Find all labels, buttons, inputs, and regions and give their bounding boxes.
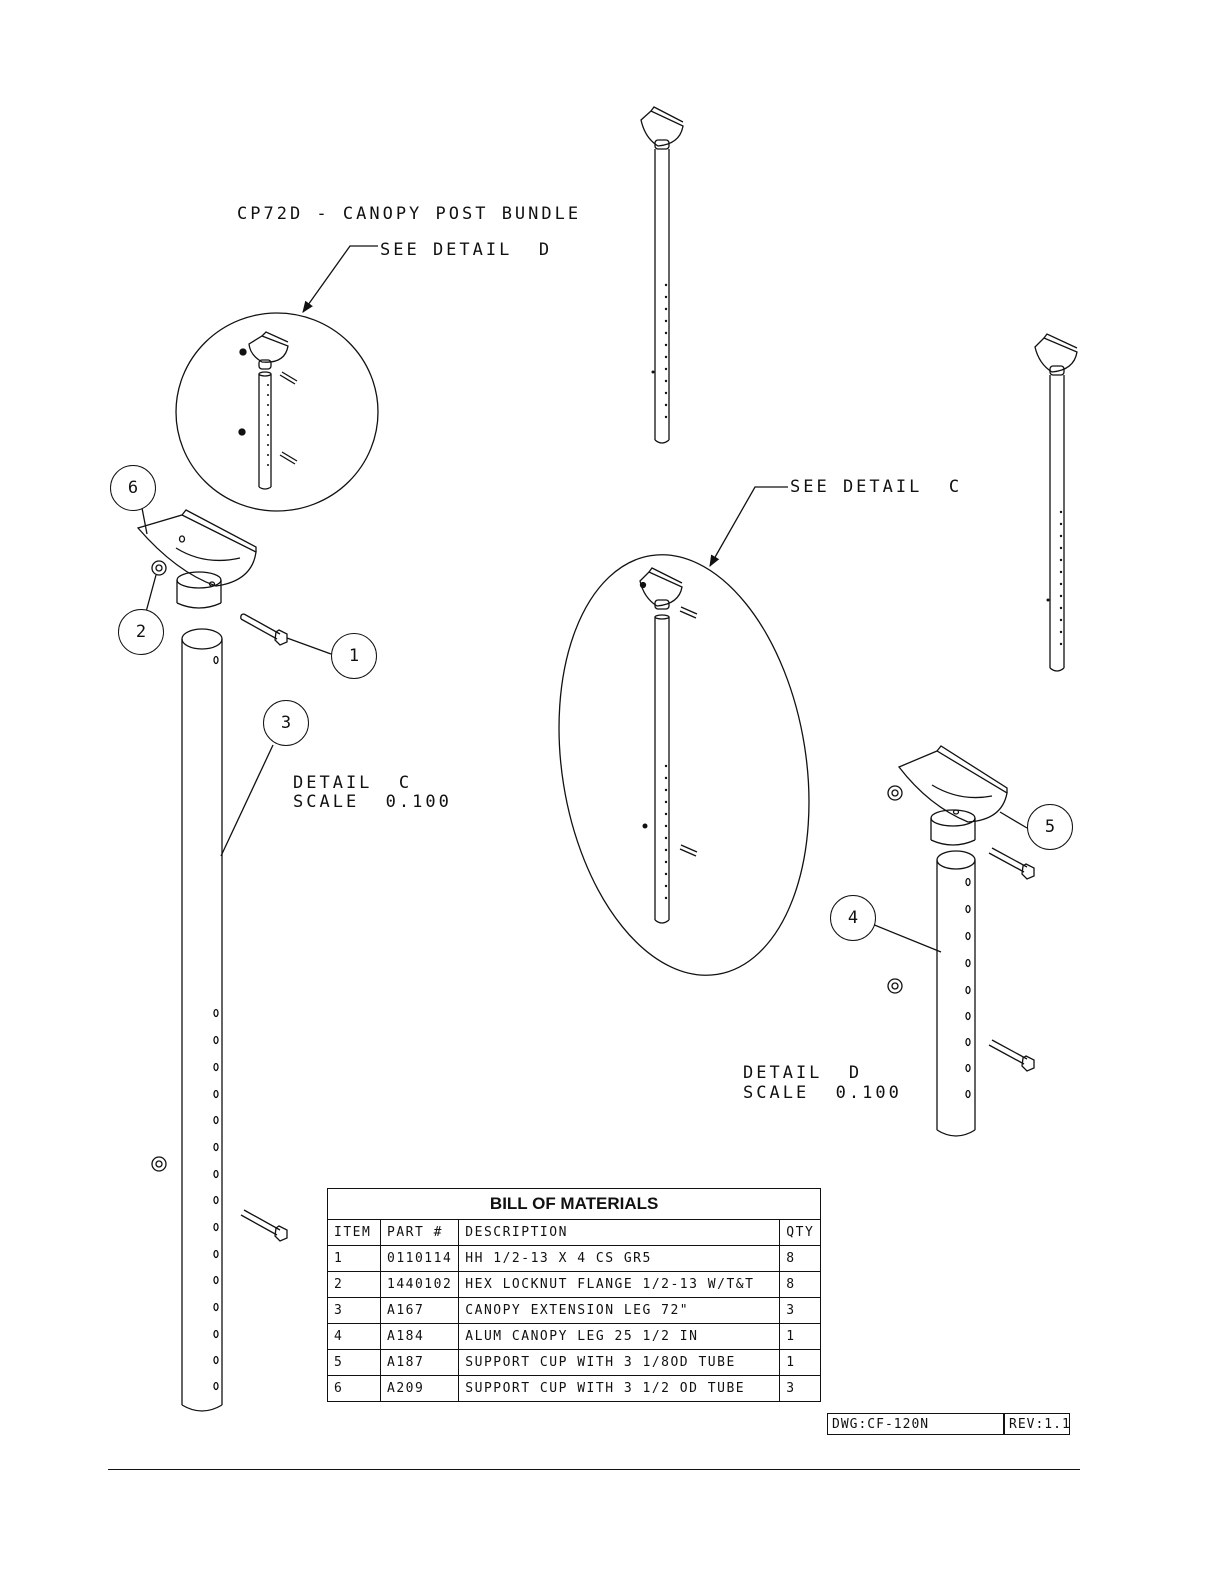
item-balloon-3: 3 <box>263 700 309 746</box>
see-detail-c-label: SEE DETAIL C <box>790 477 963 497</box>
bom-cell-description: HEX LOCKNUT FLANGE 1/2-13 W/T&T <box>458 1271 781 1298</box>
bom-cell-item: 5 <box>327 1349 381 1376</box>
detail-c-bolt <box>240 613 288 646</box>
detail-d-scale: SCALE 0.100 <box>743 1083 902 1103</box>
bom-header-description: DESCRIPTION <box>458 1219 781 1246</box>
bom-cell-qty: 3 <box>779 1297 822 1324</box>
bom-cell-description: SUPPORT CUP WITH 3 1/8OD TUBE <box>458 1349 781 1376</box>
bill-of-materials-table: BILL OF MATERIALS ITEM PART # DESCRIPTIO… <box>326 1188 822 1402</box>
tube-holes <box>213 655 219 1391</box>
bom-cell-part: A184 <box>379 1323 460 1350</box>
bom-cell-part: A167 <box>379 1297 460 1324</box>
bom-header-qty: QTY <box>779 1219 822 1246</box>
bom-row: 1 0110114 HH 1/2-13 X 4 CS GR5 8 <box>327 1245 822 1272</box>
detail-d-canopy-leg <box>936 850 976 1137</box>
bom-cell-item: 1 <box>327 1245 381 1272</box>
bom-cell-part: 0110114 <box>379 1245 460 1272</box>
detail-d-lower-locknut <box>887 978 903 994</box>
bom-row: 6 A209 SUPPORT CUP WITH 3 1/2 OD TUBE 3 <box>327 1375 822 1402</box>
balloon-leaders-right <box>871 811 1028 953</box>
bom-cell-qty: 1 <box>779 1323 822 1350</box>
bom-cell-qty: 1 <box>779 1349 822 1376</box>
top-center-canopy-post <box>640 106 684 444</box>
detail-c-scale: SCALE 0.100 <box>293 792 452 812</box>
footer-rule <box>108 1469 1080 1470</box>
item-balloon-6: 6 <box>110 465 156 511</box>
detail-d-bolt <box>988 847 1035 880</box>
bom-cell-part: 1440102 <box>379 1271 460 1298</box>
detail-c-extension-tube <box>181 628 223 1412</box>
bom-cell-description: SUPPORT CUP WITH 3 1/2 OD TUBE <box>458 1375 781 1402</box>
detail-d-lower-bolt <box>988 1039 1035 1072</box>
detail-d-locknut <box>887 785 903 801</box>
detail-d-support-cup <box>897 745 1008 846</box>
detail-c-callout-ellipse <box>558 554 810 976</box>
bom-header-part: PART # <box>379 1219 460 1246</box>
bom-row: 4 A184 ALUM CANOPY LEG 25 1/2 IN 1 <box>327 1323 822 1350</box>
item-balloon-1: 1 <box>331 633 377 679</box>
bom-cell-qty: 3 <box>779 1375 822 1402</box>
bom-cell-part: A187 <box>379 1349 460 1376</box>
bom-row: 3 A167 CANOPY EXTENSION LEG 72" 3 <box>327 1297 822 1324</box>
item-balloon-4: 4 <box>830 895 876 941</box>
detail-d-callout-ellipse <box>175 312 379 512</box>
bom-cell-part: A209 <box>379 1375 460 1402</box>
detail-c-support-cup <box>136 509 257 609</box>
bom-row: 2 1440102 HEX LOCKNUT FLANGE 1/2-13 W/T&… <box>327 1271 822 1298</box>
bom-cell-description: HH 1/2-13 X 4 CS GR5 <box>458 1245 781 1272</box>
bom-title: BILL OF MATERIALS <box>326 1188 822 1220</box>
bom-cell-qty: 8 <box>779 1271 822 1298</box>
item-balloon-5: 5 <box>1027 804 1073 850</box>
revision-box: REV:1.1 <box>1004 1413 1070 1435</box>
bom-header-item: ITEM <box>327 1219 381 1246</box>
see-detail-d-leader <box>302 245 378 313</box>
drawing-number-box: DWG:CF-120N <box>827 1413 1004 1435</box>
item-balloon-2: 2 <box>118 609 164 655</box>
bom-cell-item: 4 <box>327 1323 381 1350</box>
bom-cell-description: ALUM CANOPY LEG 25 1/2 IN <box>458 1323 781 1350</box>
bom-cell-qty: 8 <box>779 1245 822 1272</box>
bom-row: 5 A187 SUPPORT CUP WITH 3 1/8OD TUBE 1 <box>327 1349 822 1376</box>
see-detail-d-label: SEE DETAIL D <box>380 240 553 260</box>
balloon-leaders-left <box>141 507 332 857</box>
bom-cell-item: 6 <box>327 1375 381 1402</box>
bundle-title: CP72D - CANOPY POST BUNDLE <box>237 204 582 224</box>
mini-tube-holes <box>267 384 269 466</box>
detail-d-label: DETAIL D <box>743 1063 863 1083</box>
bom-cell-description: CANOPY EXTENSION LEG 72" <box>458 1297 781 1324</box>
bom-cell-item: 3 <box>327 1297 381 1324</box>
bom-header-row: ITEM PART # DESCRIPTION QTY <box>327 1219 822 1246</box>
bom-cell-item: 2 <box>327 1271 381 1298</box>
detail-c-lower-bolt <box>240 1209 288 1242</box>
detail-c-label: DETAIL C <box>293 773 413 793</box>
right-canopy-post <box>1034 333 1078 672</box>
see-detail-c-leader <box>709 486 788 568</box>
detail-c-locknut <box>151 560 167 576</box>
detail-c-lower-locknut <box>151 1156 167 1172</box>
